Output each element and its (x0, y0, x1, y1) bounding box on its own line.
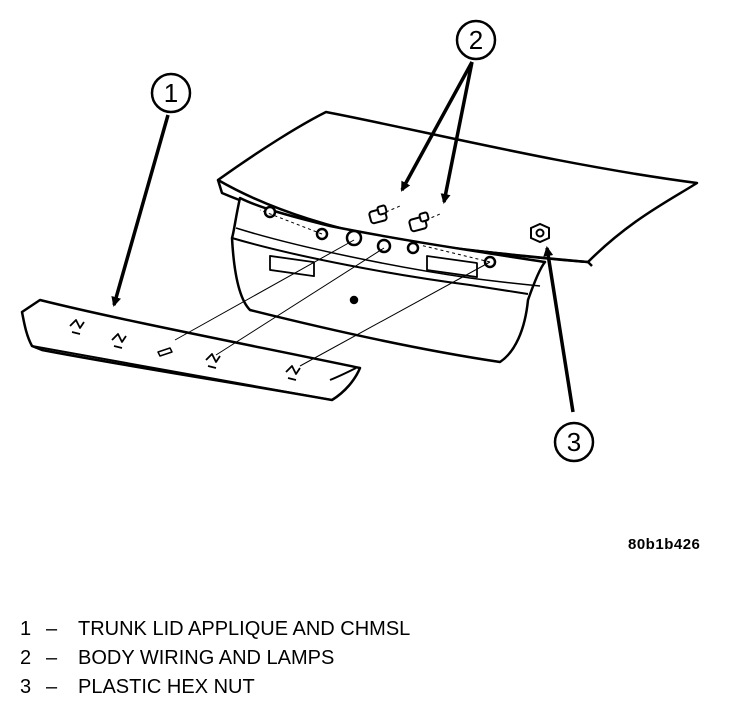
legend-number: 3 (20, 676, 32, 698)
legend-text: PLASTIC HEX NUT (78, 676, 255, 698)
figure-id: 80b1b426 (628, 536, 701, 553)
legend-text: BODY WIRING AND LAMPS (78, 647, 335, 669)
legend-item: 3 – PLASTIC HEX NUT (20, 673, 720, 702)
svg-text:3: 3 (567, 427, 581, 457)
legend-separator: – (46, 647, 58, 669)
legend-separator: – (46, 618, 58, 640)
legend-item: 1 – TRUNK LID APPLIQUE AND CHMSL (20, 615, 720, 644)
legend: 1 – TRUNK LID APPLIQUE AND CHMSL 2 – BOD… (20, 615, 720, 702)
svg-text:2: 2 (469, 25, 483, 55)
callout-2: 2 (455, 19, 497, 61)
legend-number: 1 (20, 618, 32, 640)
callout-1: 1 (150, 72, 192, 114)
alignment-lines (174, 205, 491, 367)
rear-body-panel (230, 196, 547, 364)
bulb-sockets (368, 204, 430, 233)
legend-number: 2 (20, 647, 32, 669)
leader-arrows (111, 61, 575, 413)
legend-item: 2 – BODY WIRING AND LAMPS (20, 644, 720, 673)
trunk-lid-applique (20, 298, 362, 402)
legend-separator: – (46, 676, 58, 698)
legend-text: TRUNK LID APPLIQUE AND CHMSL (78, 618, 411, 640)
hex-nut (530, 222, 550, 244)
svg-text:1: 1 (164, 78, 178, 108)
callout-3: 3 (553, 421, 595, 463)
